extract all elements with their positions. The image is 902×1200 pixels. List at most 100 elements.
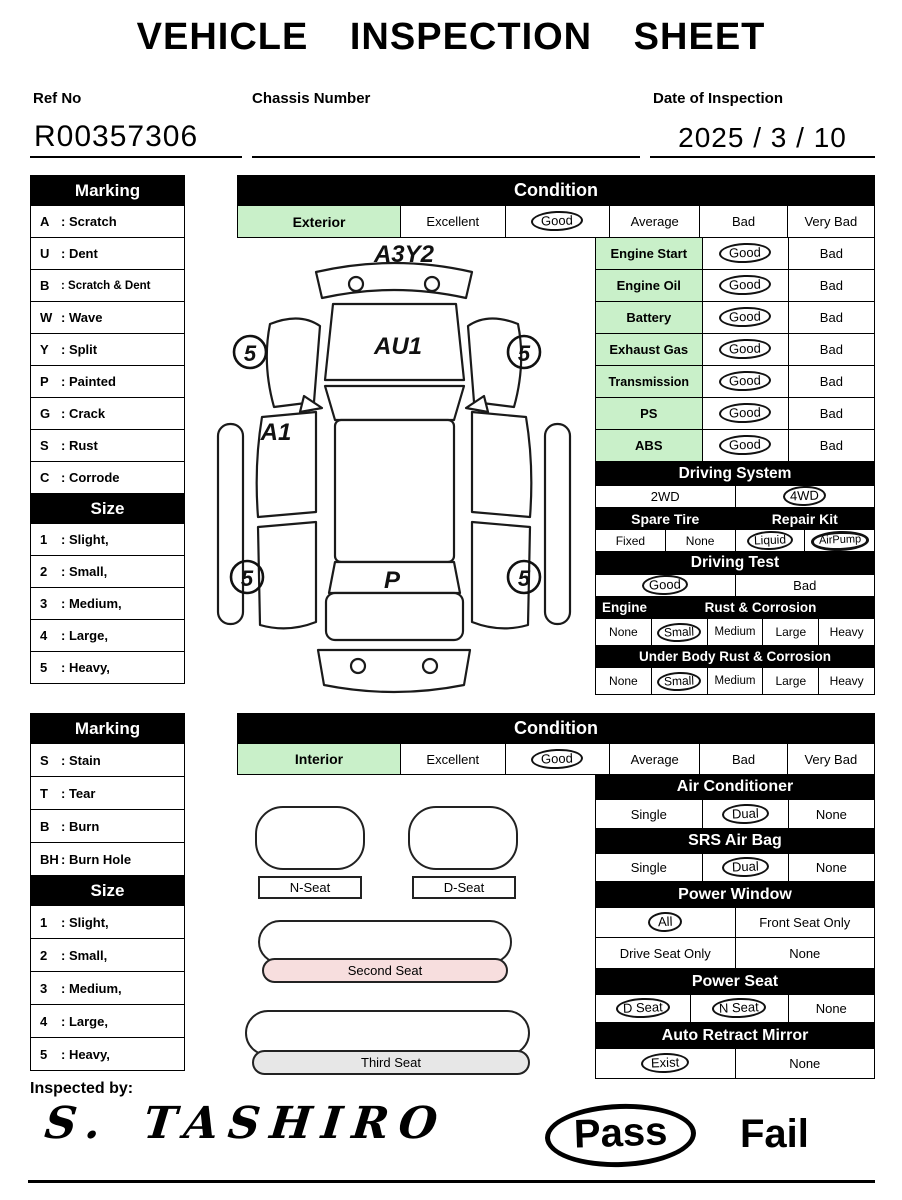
n-seat-shape (255, 806, 365, 870)
interior-condition-table: Condition Interior Excellent Good Averag… (237, 713, 875, 775)
exterior-option-bad[interactable]: Bad (700, 206, 788, 238)
pw-front-only[interactable]: Front Seat Only (735, 908, 875, 938)
damage-mark-5: 5 (241, 566, 254, 591)
spare-fixed[interactable]: Fixed (596, 530, 666, 552)
underbody-rust-small[interactable]: Small (651, 668, 708, 695)
driving-test-row: Good Bad (596, 575, 875, 597)
ref-no-field[interactable]: R00357306 (30, 110, 242, 158)
engine-rust-large[interactable]: Large (763, 619, 820, 646)
interior-option-bad[interactable]: Bad (700, 744, 788, 775)
ac-none[interactable]: None (788, 800, 875, 829)
legend-code: Y (40, 342, 49, 357)
driving-system-2wd[interactable]: 2WD (596, 486, 736, 508)
exterior-option-verybad[interactable]: Very Bad (787, 206, 875, 238)
interior-option-verybad[interactable]: Very Bad (787, 744, 875, 775)
check-bad-cell[interactable]: Bad (788, 430, 875, 462)
right-rocker-panel (543, 422, 572, 626)
exterior-option-excellent[interactable]: Excellent (401, 206, 506, 238)
selection-oval: Good (718, 338, 772, 361)
driving-test-bad[interactable]: Bad (735, 575, 875, 597)
interior-option-good[interactable]: Good (505, 744, 610, 775)
auto-retract-mirror-title: Auto Retract Mirror (596, 1023, 875, 1049)
underbody-rust-medium[interactable]: Medium (707, 668, 764, 695)
interior-row-label: Interior (238, 744, 402, 775)
underbody-rust-large[interactable]: Large (763, 668, 820, 695)
damage-mark-5: 5 (518, 566, 531, 591)
pw-drive-only[interactable]: Drive Seat Only (596, 938, 736, 969)
engine-rust-title-right: Rust & Corrosion (704, 600, 817, 615)
selection-oval: All (647, 911, 683, 934)
check-good-cell[interactable]: Good (702, 430, 789, 462)
rear-window (327, 560, 462, 595)
exterior-option-average[interactable]: Average (609, 206, 701, 238)
chassis-number-label: Chassis Number (252, 90, 371, 107)
exterior-marking-title: Marking (31, 176, 185, 206)
check-good-cell[interactable]: Good (702, 398, 789, 430)
arm-exist[interactable]: Exist (596, 1049, 736, 1079)
ac-dual[interactable]: Dual (702, 800, 789, 829)
check-bad-cell[interactable]: Bad (788, 366, 875, 398)
arm-none[interactable]: None (735, 1049, 875, 1079)
repair-liquid[interactable]: Liquid (735, 530, 806, 552)
check-bad-cell[interactable]: Bad (788, 398, 875, 430)
selection-oval: N Seat (711, 997, 767, 1020)
check-good-cell[interactable]: Good (702, 366, 789, 398)
n-seat-label: N-Seat (258, 876, 362, 899)
check-bad-cell[interactable]: Bad (788, 334, 875, 366)
interior-option-excellent[interactable]: Excellent (401, 744, 506, 775)
legend-row: 1: Slight, (31, 524, 185, 556)
legend-label: : Split (61, 342, 98, 357)
check-bad-cell[interactable]: Bad (788, 270, 875, 302)
check-good-cell[interactable]: Good (702, 238, 789, 270)
srs-none[interactable]: None (788, 854, 875, 882)
chassis-number-field[interactable] (252, 110, 640, 158)
check-good-cell[interactable]: Good (702, 334, 789, 366)
check-bad-cell[interactable]: Bad (788, 302, 875, 334)
ps-none[interactable]: None (788, 995, 875, 1023)
exterior-option-good[interactable]: Good (505, 206, 610, 238)
right-rear-door (470, 520, 532, 630)
srs-single[interactable]: Single (596, 854, 703, 882)
page-title: VEHICLE INSPECTION SHEET (136, 16, 766, 58)
srs-dual[interactable]: Dual (702, 854, 789, 882)
inspector-signature[interactable]: S. TASHIRO (42, 1098, 450, 1149)
ps-n-seat[interactable]: N Seat (690, 995, 789, 1023)
pass-label: Pass (543, 1101, 698, 1170)
selection-oval: Good (718, 274, 772, 297)
fail-mark[interactable]: Fail (740, 1112, 809, 1156)
legend-label: : Burn (61, 818, 100, 834)
check-row: PS Good Bad (596, 398, 875, 430)
ac-single[interactable]: Single (596, 800, 703, 829)
legend-label: : Heavy, (61, 1046, 110, 1062)
legend-label: : Corrode (61, 470, 120, 485)
interior-equipment-table: Air Conditioner Single Dual None SRS Air… (595, 774, 875, 1079)
underbody-rust-heavy[interactable]: Heavy (819, 668, 875, 695)
selection-oval: Exist (640, 1052, 690, 1075)
power-seat-row: D Seat N Seat None (596, 995, 875, 1023)
interior-size-title: Size (31, 876, 185, 906)
interior-option-average[interactable]: Average (609, 744, 701, 775)
engine-rust-small[interactable]: Small (651, 619, 708, 646)
ps-d-seat[interactable]: D Seat (596, 995, 691, 1023)
check-bad-cell[interactable]: Bad (788, 238, 875, 270)
pass-mark[interactable]: Pass (543, 1101, 698, 1170)
check-good-cell[interactable]: Good (702, 270, 789, 302)
spare-none[interactable]: None (665, 530, 736, 552)
driving-test-good[interactable]: Good (596, 575, 736, 597)
legend-row: 3: Medium, (31, 588, 185, 620)
repair-airpump[interactable]: AirPump (805, 530, 875, 552)
engine-rust-heavy[interactable]: Heavy (819, 619, 875, 646)
pw-none[interactable]: None (735, 938, 875, 969)
legend-row: Y : Split (31, 334, 185, 366)
check-row: ABS Good Bad (596, 430, 875, 462)
check-good-cell[interactable]: Good (702, 302, 789, 334)
engine-rust-medium[interactable]: Medium (707, 619, 764, 646)
engine-rust-none[interactable]: None (596, 619, 652, 646)
driving-system-4wd[interactable]: 4WD (735, 486, 875, 508)
inspection-date-field[interactable]: 2025 / 3 / 10 (650, 110, 875, 158)
spare-repair-row: Fixed None Liquid AirPump (596, 530, 875, 552)
underbody-rust-none[interactable]: None (596, 668, 652, 695)
pw-all[interactable]: All (596, 908, 736, 938)
damage-circle (229, 559, 265, 595)
damage-mark-door: A1 (260, 419, 292, 446)
